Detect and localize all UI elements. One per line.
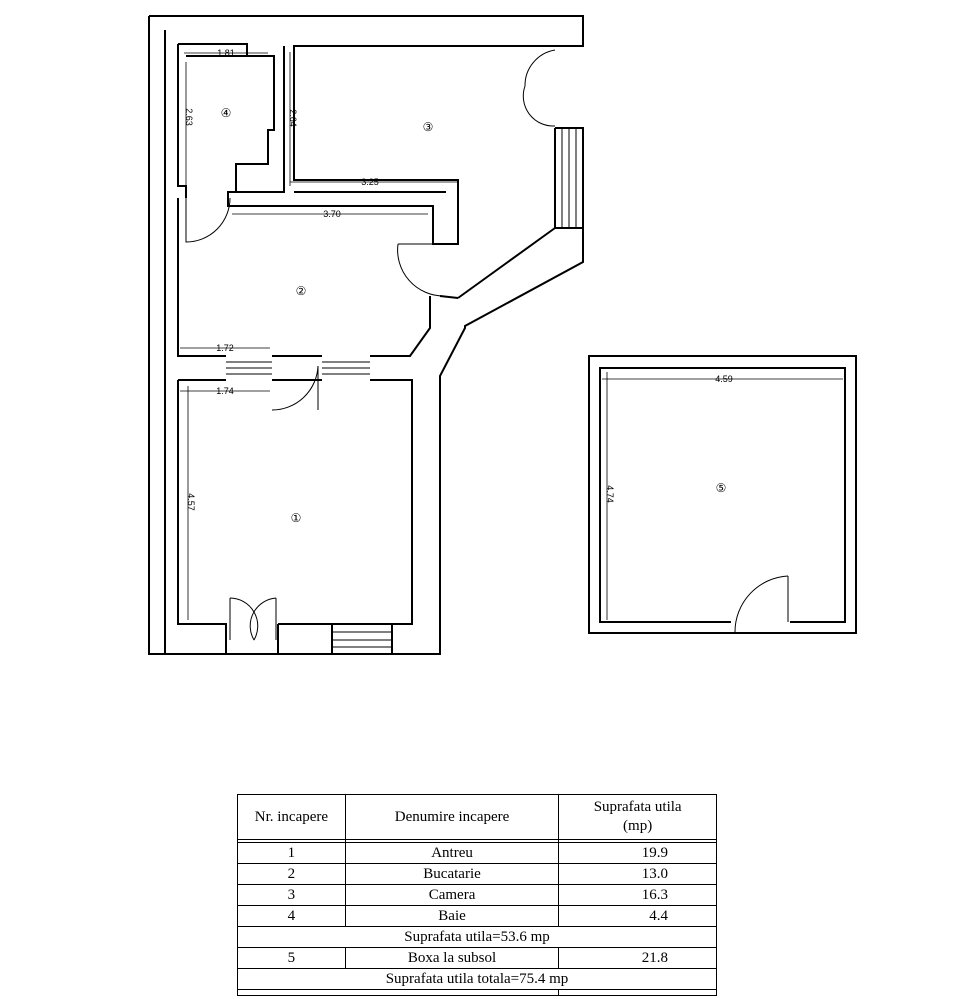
dim-label: 3.70	[323, 209, 341, 219]
subtotal-row: Suprafata utila=53.6 mp	[237, 926, 717, 948]
room-5-outer	[588, 355, 857, 634]
room-1-wall	[177, 380, 227, 654]
total-cell: Suprafata utila totala=75.4 mp	[237, 968, 717, 990]
room-3-left	[228, 46, 285, 193]
cell-name: Baie	[344, 905, 560, 927]
room-number-2: ②	[296, 284, 307, 298]
outer-wall	[149, 15, 584, 47]
cell-nr: 4	[237, 905, 346, 927]
cell-nr: 2	[237, 863, 346, 885]
room-number-5: ⑤	[716, 481, 727, 495]
cell-area: 4.4	[558, 905, 717, 927]
header-nr: Nr. incapere	[237, 794, 346, 840]
cell-nr: 1	[237, 842, 346, 864]
openings	[185, 49, 789, 648]
subtotal-cell: Suprafata utila=53.6 mp	[237, 926, 717, 948]
header-name: Denumire incapere	[344, 794, 560, 840]
outer-wall-left	[148, 16, 584, 655]
room-number-1: ①	[291, 511, 302, 525]
table-row: 1 Antreu 19.9	[237, 842, 717, 864]
table-header: Nr. incapere Denumire incapere Suprafata…	[237, 794, 717, 840]
cell-name: Boxa la subsol	[344, 947, 560, 969]
dim-label: 1.72	[216, 343, 234, 353]
room-1-right	[370, 379, 413, 654]
total-row: Suprafata utila totala=75.4 mp	[237, 968, 717, 990]
dim-label: 4.57	[186, 493, 196, 511]
dim-label: 1.81	[217, 48, 235, 58]
dimension-lines	[180, 52, 843, 620]
walls	[148, 15, 857, 655]
door-swing	[185, 197, 231, 243]
kitchen-diagonal	[457, 227, 556, 299]
table-row: 5 Boxa la subsol 21.8	[237, 947, 717, 969]
table-row: 3 Camera 16.3	[237, 884, 717, 906]
door-swing	[734, 575, 789, 633]
cell-area: 13.0	[558, 863, 717, 885]
door-swing	[522, 49, 556, 127]
dim-label: 4.59	[715, 374, 733, 384]
room-2-left	[177, 198, 226, 357]
cell-name: Bucatarie	[344, 863, 560, 885]
kitchen-diagonal-outer	[370, 296, 431, 357]
table-footer	[236, 989, 717, 996]
cell-nr: 5	[237, 947, 346, 969]
cell-area: 21.8	[558, 947, 717, 969]
cell-area: 16.3	[558, 884, 717, 906]
cell-nr: 3	[237, 884, 346, 906]
cell-area: 19.9	[558, 842, 717, 864]
door-swing	[271, 365, 319, 411]
door-swing	[229, 597, 277, 641]
dimension-labels: 1.81 2.63 2.64 3.25 3.70 1.72 1.74 4.57 …	[184, 48, 733, 511]
room-number-4: ④	[221, 106, 232, 120]
cell-name: Antreu	[344, 842, 560, 864]
room-4-wall	[177, 44, 187, 198]
room-5-inner	[599, 367, 846, 623]
header-area: Suprafata utila(mp)	[558, 794, 717, 840]
room-number-3: ③	[423, 120, 434, 134]
table-row: 2 Bucatarie 13.0	[237, 863, 717, 885]
area-table: Nr. incapere Denumire incapere Suprafata…	[236, 794, 717, 996]
dim-label: 3.25	[361, 177, 379, 187]
dim-label: 1.74	[216, 386, 234, 396]
cell-name: Camera	[344, 884, 560, 906]
dim-label: 4.74	[605, 485, 615, 503]
room-1-bottom	[278, 623, 333, 654]
dim-label: 2.63	[184, 108, 194, 126]
table-row: 4 Baie 4.4	[237, 905, 717, 927]
room-numbers: ① ② ③ ④ ⑤	[221, 106, 727, 525]
door-swing	[397, 243, 445, 297]
dim-label: 2.64	[288, 109, 298, 127]
